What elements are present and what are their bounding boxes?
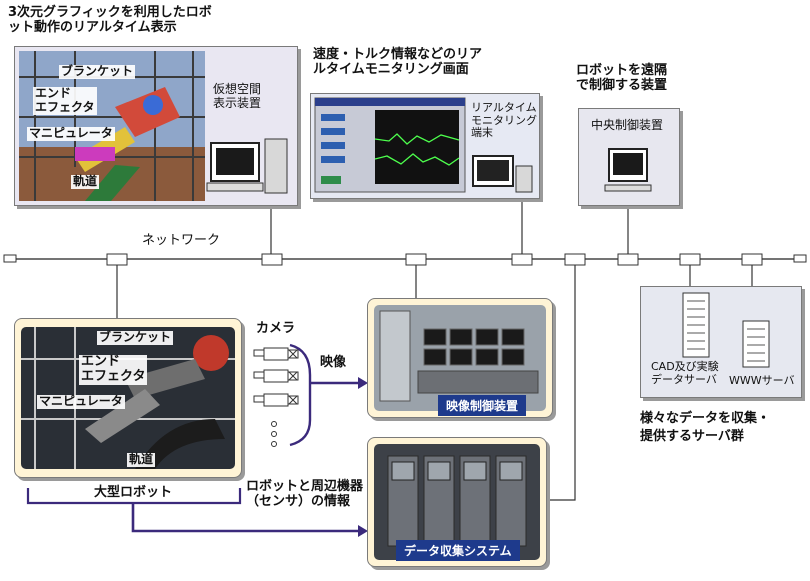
monitoring-caption-line-2: ルタイムモニタリング画面 (313, 61, 469, 77)
servers-icons (682, 292, 770, 368)
node-cad (679, 253, 701, 266)
monitoring-caption: 速度・トルク情報などのリア ルタイムモニタリング画面 (313, 47, 483, 78)
node-www (741, 253, 763, 266)
vr-monitor-screen (216, 148, 254, 175)
monitoring-go-button (321, 176, 341, 184)
video-control-photo (374, 305, 546, 411)
sensor-info-label-1: ロボットと周辺機器 (246, 479, 364, 494)
vr-tower (264, 138, 288, 194)
video-control-label: 映像制御装置 (438, 395, 527, 416)
node-monitor (511, 253, 533, 266)
graphics-caption-line-2: ット動作のリアルタイム表示 (8, 19, 177, 35)
central-control-panel: 中央制御装置 (578, 108, 680, 206)
camera-brace (289, 343, 312, 447)
graphics-label-blanket: ブランケット (59, 64, 136, 79)
central-control-label: 中央制御装置 (591, 118, 664, 132)
www-server-icon (742, 320, 770, 368)
camera-icon-1 (253, 347, 299, 361)
monitoring-panel: リアルタイム モニタリング 端末 (310, 93, 540, 199)
camera-label: カメラ (256, 321, 296, 336)
graphics-label-track: 軌道 (71, 174, 100, 189)
monitoring-scene (314, 97, 533, 193)
robot-label-track: 軌道 (127, 452, 156, 467)
cad-server-label: CAD及び実験 データサーバ (651, 360, 719, 386)
video-label: 映像 (320, 355, 347, 370)
servers-panel: CAD及び実験 データサーバ WWWサーバ (640, 286, 802, 398)
robot-caption: 大型ロボット (90, 485, 177, 501)
monitoring-terminal-label-2: モニタリング (471, 113, 537, 127)
monitoring-buttons (321, 114, 345, 163)
graphics-caption-line-1: 3次元グラフィックを利用したロボ (8, 5, 212, 20)
node-robot (106, 253, 128, 266)
drop-data-collection (548, 259, 576, 501)
camera-ellipsis (271, 421, 277, 447)
remote-caption-line-2: で制御する装置 (576, 77, 668, 93)
monitoring-plot (375, 110, 459, 184)
graphics-label-manipulator: マニピュレータ (27, 126, 115, 141)
sensor-arrow (131, 503, 358, 533)
sensor-info-label-2: （センサ）の情報 (246, 493, 351, 509)
video-arrow-head (358, 377, 368, 389)
bus-terminator-right (793, 254, 807, 263)
camera-icon-3 (253, 393, 299, 407)
monitoring-terminal-label-1: リアルタイム (471, 101, 537, 114)
scene-track (85, 165, 140, 201)
monitoring-titlebar (315, 98, 465, 106)
node-central (617, 253, 639, 266)
remote-caption: ロボットを遠隔 で制御する装置 (576, 63, 668, 94)
data-collection-panel: データ収集システム (367, 437, 547, 567)
camera-icon-2 (253, 369, 299, 383)
robot-blanket (193, 335, 229, 371)
bus-terminator-left (3, 254, 17, 263)
vr-keyboard (206, 182, 264, 192)
monitor-terminal-tower (515, 165, 533, 193)
data-collection-label: データ収集システム (396, 540, 520, 561)
remote-caption-line-1: ロボットを遠隔 (576, 63, 668, 78)
cad-server-icon (682, 292, 710, 358)
robot-label-end-effector-2: エフェクタ (81, 368, 146, 384)
www-server-label: WWWサーバ (729, 374, 795, 387)
node-video (405, 253, 427, 266)
servers-caption: 様々なデータを収集・ 提供するサーバ群 (640, 410, 770, 445)
node-data (564, 253, 586, 266)
graphics-label-end-effector-1: エンド (35, 86, 72, 100)
vr-display-label-1: 仮想空間 (213, 82, 262, 96)
graphics-label-end-effector: エンド エフェクタ (33, 86, 97, 115)
network-label: ネットワーク (142, 233, 221, 248)
monitoring-terminal-label: リアルタイム モニタリング 端末 (471, 101, 537, 140)
data-collection-photo (374, 444, 540, 560)
robot-label-manipulator: マニピュレータ (37, 394, 125, 409)
monitoring-trace-2 (374, 153, 460, 166)
robot-label-end-effector-1: エンド (81, 354, 121, 369)
robot-photo (21, 327, 235, 469)
servers-caption-line-2: 提供するサーバ群 (640, 428, 744, 444)
robot-label-blanket: ブランケット (97, 330, 174, 345)
graphics-caption: 3次元グラフィックを利用したロボ ット動作のリアルタイム表示 (8, 5, 212, 36)
video-control-panel: 映像制御装置 (367, 298, 553, 418)
vr-display-label-2: 表示装置 (213, 95, 262, 110)
vr-display-label: 仮想空間 表示装置 (213, 82, 262, 111)
robot-track (135, 419, 225, 469)
sensor-arrow-head (358, 525, 368, 537)
robot-arm-lower (85, 389, 160, 443)
monitoring-trace-1 (374, 133, 460, 145)
monitor-terminal-display (477, 160, 509, 181)
monitoring-caption-line-1: 速度・トルク情報などのリア (313, 47, 483, 62)
robot-photo-panel: ブランケット エンド エフェクタ マニピュレータ 軌道 (14, 318, 242, 478)
robot-label-end-effector: エンド エフェクタ (79, 354, 148, 385)
cad-server-label-2: データサーバ (651, 372, 717, 386)
monitoring-terminal-label-3: 端末 (471, 126, 493, 140)
graphics-label-end-effector-2: エフェクタ (35, 99, 95, 114)
servers-caption-line-1: 様々なデータを収集・ (640, 411, 771, 426)
scene-end-effector (143, 95, 163, 115)
cameras (253, 347, 299, 447)
node-vr (261, 253, 283, 266)
cad-server-label-1: CAD及び実験 (651, 360, 719, 373)
scene-manipulator (75, 147, 115, 161)
central-control-computer (604, 148, 652, 192)
graphics-panel: 仮想空間 表示装置 ブランケット エンド エフェクタ マニピュレータ 軌道 (14, 46, 298, 206)
sensor-info-label: ロボットと周辺機器 （センサ）の情報 (246, 479, 364, 510)
